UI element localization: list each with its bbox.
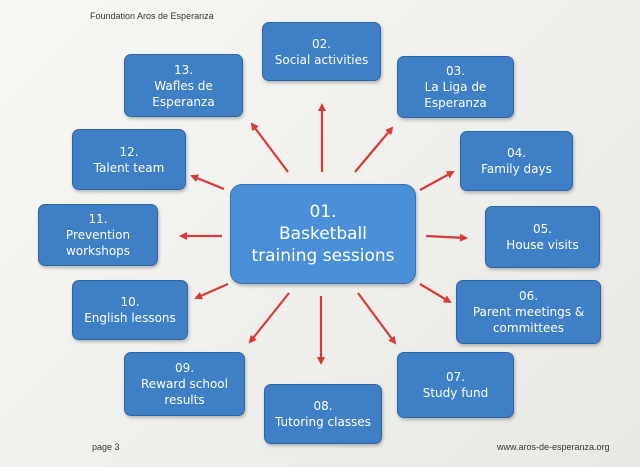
node-07-study-fund: 07. Study fund — [397, 352, 514, 418]
arrow-to-03 — [354, 126, 394, 173]
node-11-line1: Prevention — [65, 228, 131, 242]
node-13-number: 13. — [173, 62, 194, 77]
arrow-to-04 — [419, 171, 455, 191]
node-05-line1: House visits — [506, 238, 579, 252]
node-11-number: 11. — [88, 212, 108, 226]
node-03-line2: Esperanza — [424, 96, 487, 110]
node-06-number: 06. — [518, 289, 539, 303]
node-02-number: 02. — [311, 36, 332, 51]
node-12-line1: Talent team — [93, 160, 165, 175]
node-12-talent-team: 12. Talent team — [72, 129, 186, 190]
website-url: www.aros-de-esperanza.org — [497, 442, 610, 452]
node-01-number: 01. — [309, 202, 337, 222]
node-02-social-activities: 02. Social activities — [262, 22, 381, 81]
node-10-line1: English lessons — [84, 311, 176, 325]
node-08-line1: Tutoring classes — [275, 415, 371, 429]
node-08-number: 08. — [313, 399, 333, 413]
arrow-to-05 — [425, 233, 468, 242]
node-04-number: 04. — [506, 146, 527, 160]
node-03-line1: La Liga de — [424, 80, 487, 94]
node-06-line1: Parent meetings & — [472, 305, 585, 319]
node-06-parent-meetings: 06. Parent meetings & committees — [456, 280, 601, 344]
node-13-line1: Wafles de — [154, 78, 213, 93]
arrow-to-06 — [419, 283, 452, 304]
node-02-line1: Social activities — [274, 52, 369, 67]
node-07-line1: Study fund — [422, 386, 489, 400]
node-08-tutoring-classes: 08. Tutoring classes — [264, 384, 382, 444]
node-03-number: 03. — [445, 64, 466, 78]
node-13-line2: Esperanza — [152, 94, 215, 109]
arrow-to-13 — [250, 122, 289, 173]
node-09-reward-school-results: 09. Reward school results — [124, 352, 245, 416]
arrow-to-10 — [194, 282, 229, 300]
node-10-number: 10. — [120, 295, 140, 309]
node-06-line2: committees — [492, 321, 565, 335]
node-09-number: 09. — [174, 361, 195, 375]
node-05-number: 05. — [532, 222, 553, 236]
arrow-to-09 — [248, 292, 290, 344]
page-number: page 3 — [92, 442, 120, 452]
node-07-number: 07. — [445, 370, 466, 384]
node-04-line1: Family days — [481, 162, 552, 176]
node-01-basketball-training: 01. Basketball training sessions — [230, 184, 416, 284]
arrow-to-12 — [190, 174, 225, 191]
node-03-la-liga: 03. La Liga de Esperanza — [397, 56, 514, 118]
arrow-to-07 — [357, 292, 397, 345]
node-09-line2: results — [164, 393, 205, 407]
node-13-wafles-de-esperanza: 13. Wafles de Esperanza — [124, 54, 243, 117]
header-organization: Foundation Aros de Esperanza — [90, 11, 214, 21]
node-05-house-visits: 05. House visits — [485, 206, 600, 268]
node-04-family-days: 04. Family days — [460, 131, 573, 191]
node-11-line2: workshops — [65, 244, 131, 258]
node-01-line1: Basketball — [279, 224, 367, 244]
node-01-line2: training sessions — [251, 246, 395, 266]
node-12-number: 12. — [119, 144, 139, 159]
node-10-english-lessons: 10. English lessons — [72, 280, 188, 340]
node-11-prevention-workshops: 11. Prevention workshops — [38, 204, 158, 266]
node-09-line1: Reward school — [141, 377, 228, 391]
